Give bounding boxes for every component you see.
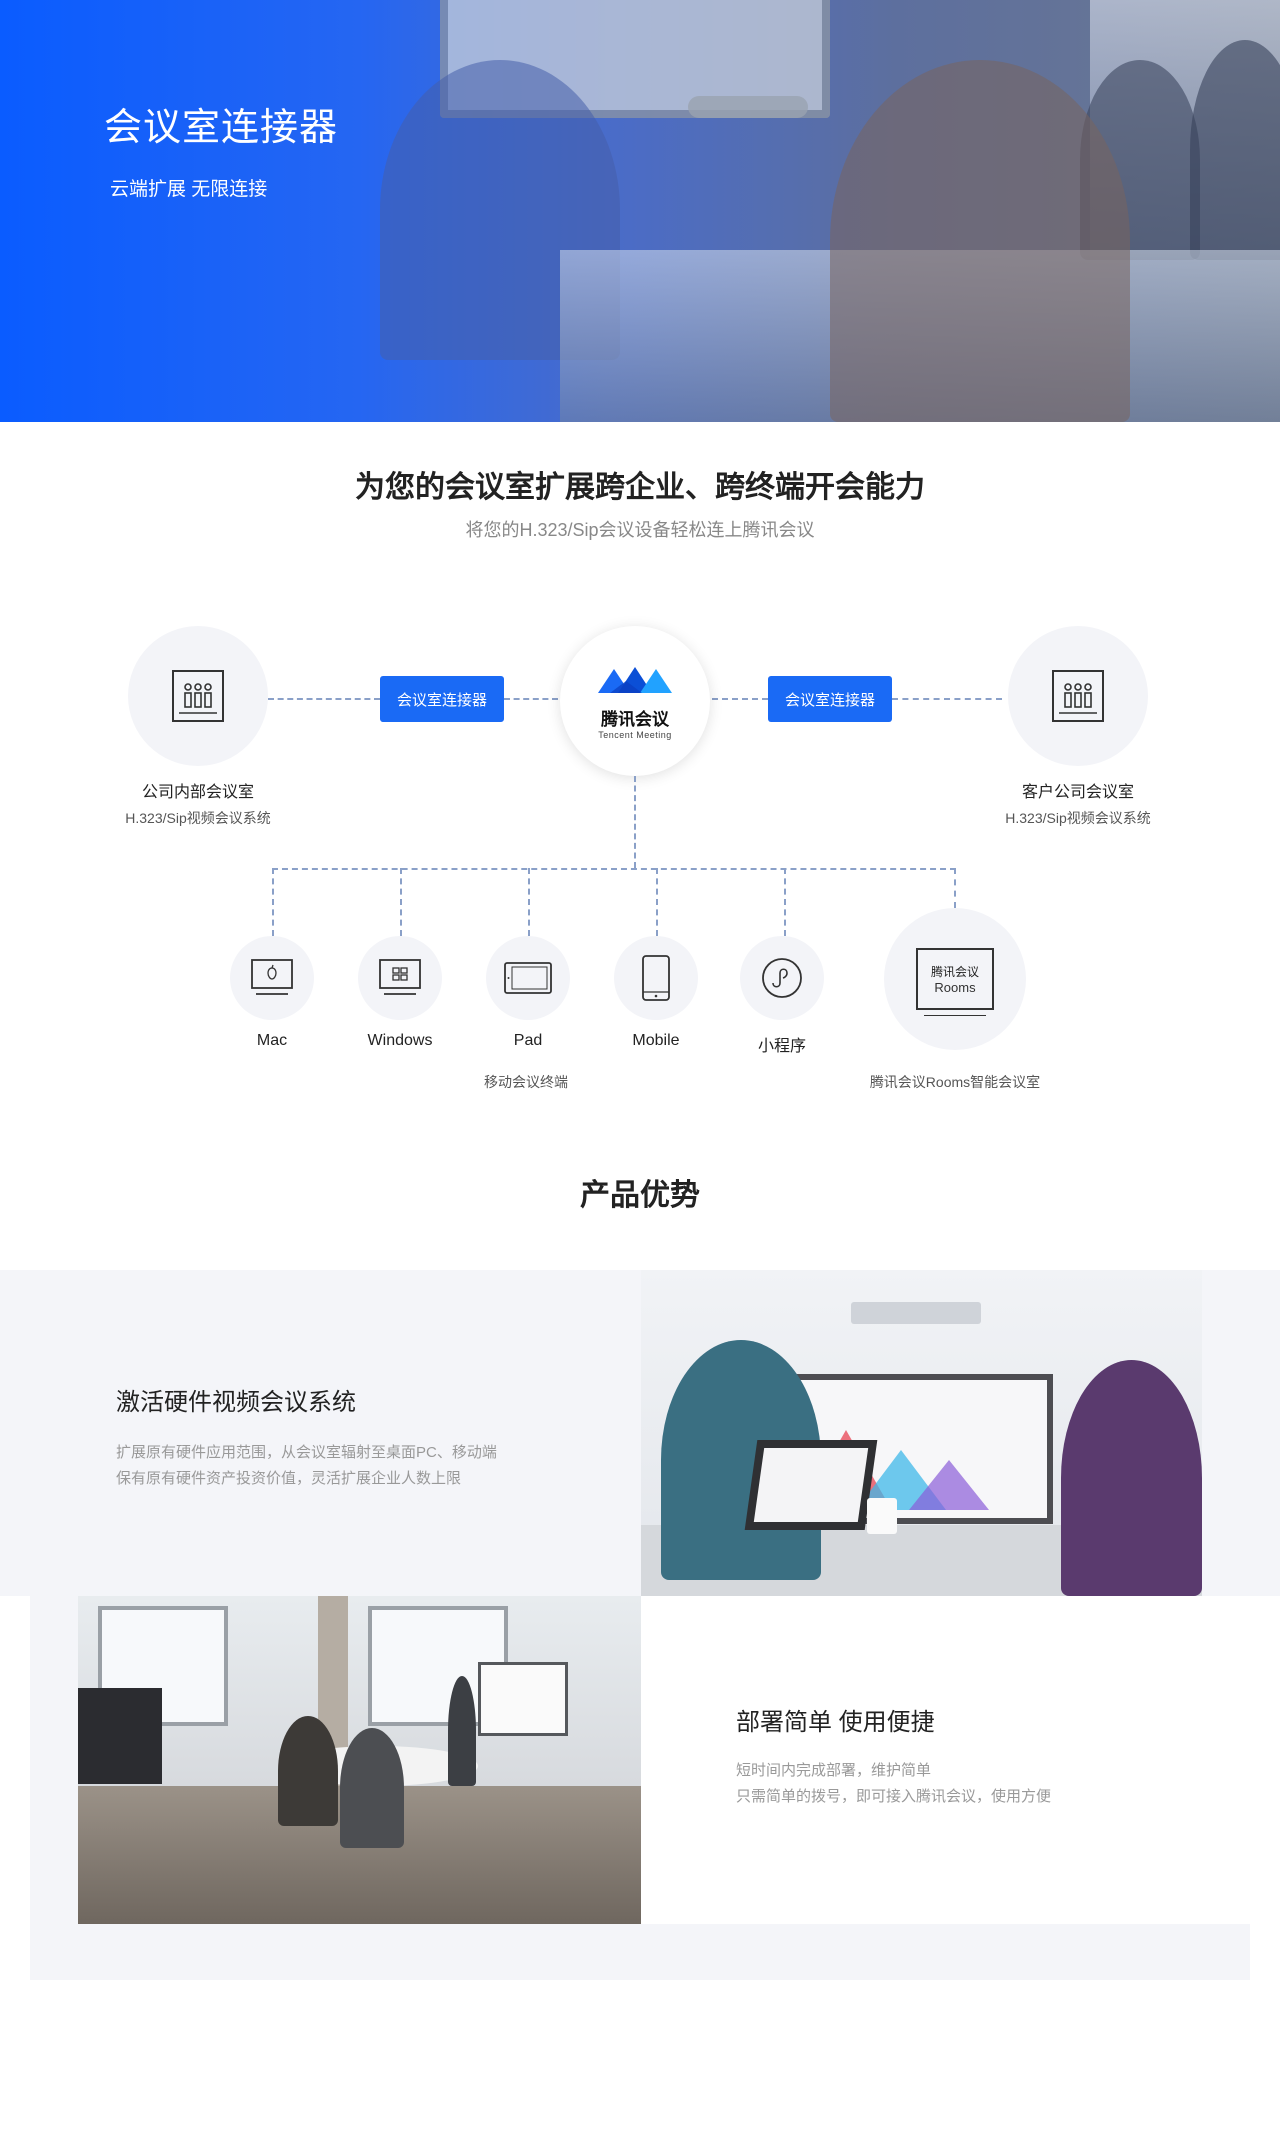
terminal-pad: [486, 936, 570, 1020]
terminal-label: Mac: [256, 1032, 288, 1049]
internal-room-node: [128, 626, 268, 766]
hero-subtitle: 云端扩展 无限连接: [110, 179, 268, 200]
connector-label-right: 会议室连接器: [768, 676, 892, 722]
mobile-icon: [642, 955, 670, 1001]
hero-banner: 会议室连接器 云端扩展 无限连接: [0, 0, 1280, 422]
client-room-desc: H.323/Sip视频会议系统: [1005, 810, 1151, 826]
terminal-mobile: [614, 936, 698, 1020]
tencent-meeting-logo-icon: [598, 666, 672, 693]
hero-photo-person: [1190, 40, 1280, 260]
advantages-title: 产品优势: [580, 1179, 700, 1212]
terminal-mini-program: [740, 936, 824, 1020]
rooms-node-desc: 腾讯会议Rooms智能会议室: [869, 1074, 1041, 1090]
dashed-line: [712, 698, 768, 700]
dashed-line: [268, 698, 380, 700]
dashed-line: [892, 698, 1002, 700]
section-subtitle: 将您的H.323/Sip会议设备轻松连上腾讯会议: [465, 520, 815, 540]
feature-photo-office: [78, 1596, 641, 1924]
rooms-device-icon: 腾讯会议 Rooms: [916, 948, 994, 1016]
rooms-line1: 腾讯会议: [930, 965, 979, 979]
logo-name: 腾讯会议: [601, 709, 669, 729]
terminal-label: Windows: [367, 1032, 433, 1049]
dashed-line: [400, 868, 402, 936]
mac-icon: [251, 959, 293, 995]
windows-icon: [379, 959, 421, 995]
rooms-node: 腾讯会议 Rooms: [884, 908, 1026, 1050]
terminal-label: Pad: [513, 1032, 543, 1049]
feature-desc: 短时间内完成部署，维护简单 只需简单的拨号，即可接入腾讯会议，使用方便: [736, 1762, 1052, 1805]
dashed-line: [272, 868, 956, 870]
hero-photo-person: [830, 60, 1130, 422]
dashed-line: [784, 868, 786, 936]
logo-english: Tencent Meeting: [598, 729, 672, 740]
hero-title: 会议室连接器: [104, 107, 339, 149]
terminal-label: Mobile: [632, 1032, 680, 1049]
rooms-line2: Rooms: [934, 980, 976, 995]
mini-program-icon: [762, 958, 802, 998]
meeting-room-icon: [1052, 670, 1104, 722]
feature-photo-meeting: [641, 1270, 1202, 1596]
dashed-line: [634, 776, 636, 868]
meeting-room-icon: [172, 670, 224, 722]
internal-room-title: 公司内部会议室: [141, 784, 254, 801]
terminal-mac: [230, 936, 314, 1020]
connector-label-left: 会议室连接器: [380, 676, 504, 722]
dashed-line: [272, 868, 274, 936]
feature-title: 部署简单 使用便捷: [736, 1709, 935, 1736]
dashed-line: [528, 868, 530, 936]
feature-desc: 扩展原有硬件应用范围，从会议室辐射至桌面PC、移动端 保有原有硬件资产投资价值，…: [116, 1444, 497, 1487]
hero-photo-camera: [688, 96, 808, 118]
dashed-line: [954, 868, 956, 908]
mobile-terminals-label: 移动会议终端: [484, 1074, 568, 1090]
section-title: 为您的会议室扩展跨企业、跨终端开会能力: [355, 471, 925, 504]
pad-icon: [504, 962, 552, 994]
terminal-windows: [358, 936, 442, 1020]
dashed-line: [656, 868, 658, 936]
internal-room-desc: H.323/Sip视频会议系统: [125, 810, 271, 826]
dashed-line: [504, 698, 558, 700]
terminal-label: 小程序: [757, 1038, 806, 1055]
feature-title: 激活硬件视频会议系统: [116, 1389, 356, 1416]
client-room-title: 客户公司会议室: [1021, 784, 1134, 801]
client-room-node: [1008, 626, 1148, 766]
tencent-meeting-logo: 腾讯会议 Tencent Meeting: [560, 626, 710, 776]
